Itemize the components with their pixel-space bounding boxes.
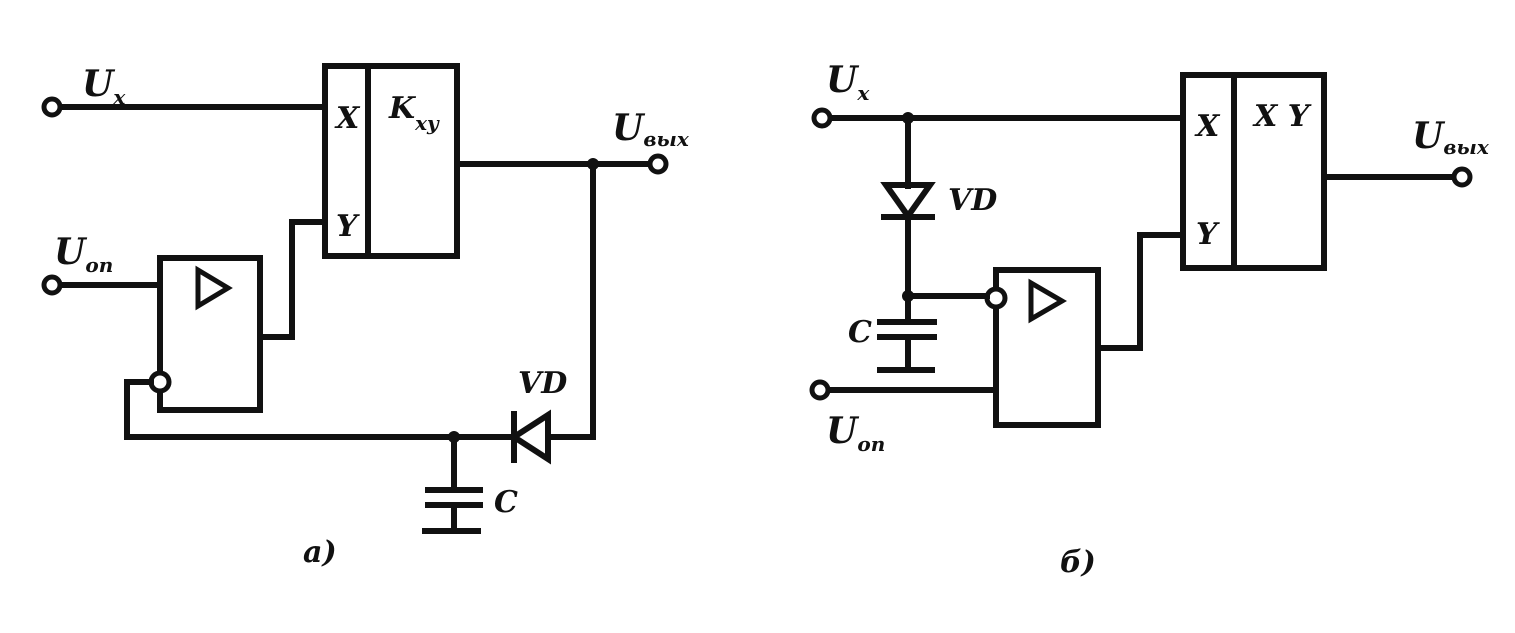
junction-input-b: [902, 112, 914, 124]
input-x-label-b: Ux: [826, 59, 870, 105]
diode-triangle-a: [508, 409, 551, 465]
amplifier-triangle-a: [195, 265, 233, 311]
multiplier-function-b: X Y: [1252, 99, 1312, 134]
multiplier-port-y-b: Y: [1196, 217, 1220, 252]
multiplier-gain-a: Kxy: [388, 91, 440, 135]
multiplier-port-x-a: X: [334, 101, 361, 136]
multiplier-outline-a: [322, 63, 460, 259]
multiplier-block-b: X Y X Y: [1180, 72, 1327, 271]
multiplier-block-a: X Y Kxy: [322, 63, 460, 259]
wire-comparator-to-y-a: [257, 219, 328, 340]
capacitor-label-b: C: [848, 315, 872, 350]
wire-feedback-a: [545, 161, 596, 440]
terminal-ux-a: [41, 96, 63, 118]
comparator-block-b: [984, 267, 1101, 428]
terminal-ux-b: [811, 107, 833, 129]
circuit-a: X Y Kxy VD: [41, 63, 690, 570]
diode-b: VD: [880, 182, 997, 222]
capacitor-b: C: [848, 315, 937, 373]
wires-b: [825, 115, 1458, 393]
capacitor-a: C: [422, 485, 518, 534]
caption-b: б): [1060, 545, 1096, 580]
input-ref-label-a: Uоп: [54, 231, 113, 277]
terminal-output-a: [647, 153, 669, 175]
terminal-uref-b: [809, 379, 831, 401]
circuit-b: X Y X Y VD: [809, 59, 1490, 580]
junction-cap-a: [448, 431, 460, 443]
wires-a: [57, 104, 653, 533]
output-label-b: Uвых: [1412, 115, 1490, 159]
multiplier-outline-b: [1180, 72, 1327, 271]
junction-cap-b: [902, 290, 914, 302]
amplifier-triangle-b: [1028, 278, 1067, 324]
input-x-label-a: Ux: [82, 63, 126, 109]
wire-comparator-to-y-b: [1095, 232, 1186, 351]
caption-a: а): [303, 535, 337, 570]
diode-label-a: VD: [518, 366, 567, 401]
comparator-block-a: [148, 255, 263, 413]
input-ref-label-b: Uоп: [826, 410, 885, 456]
diode-triangle-b: [880, 182, 936, 222]
terminal-output-b: [1451, 166, 1473, 188]
capacitor-label-a: C: [494, 485, 518, 520]
junction-output-a: [587, 158, 599, 170]
diode-label-b: VD: [948, 183, 997, 218]
multiplier-port-x-b: X: [1194, 109, 1221, 144]
diode-a: VD: [508, 366, 567, 465]
output-label-a: Uвых: [612, 107, 690, 151]
multiplier-port-y-a: Y: [336, 209, 360, 244]
comparator-outline-a: [157, 255, 263, 413]
wire-node-to-comparator-a: [124, 379, 457, 440]
terminal-uref-a: [41, 274, 63, 296]
